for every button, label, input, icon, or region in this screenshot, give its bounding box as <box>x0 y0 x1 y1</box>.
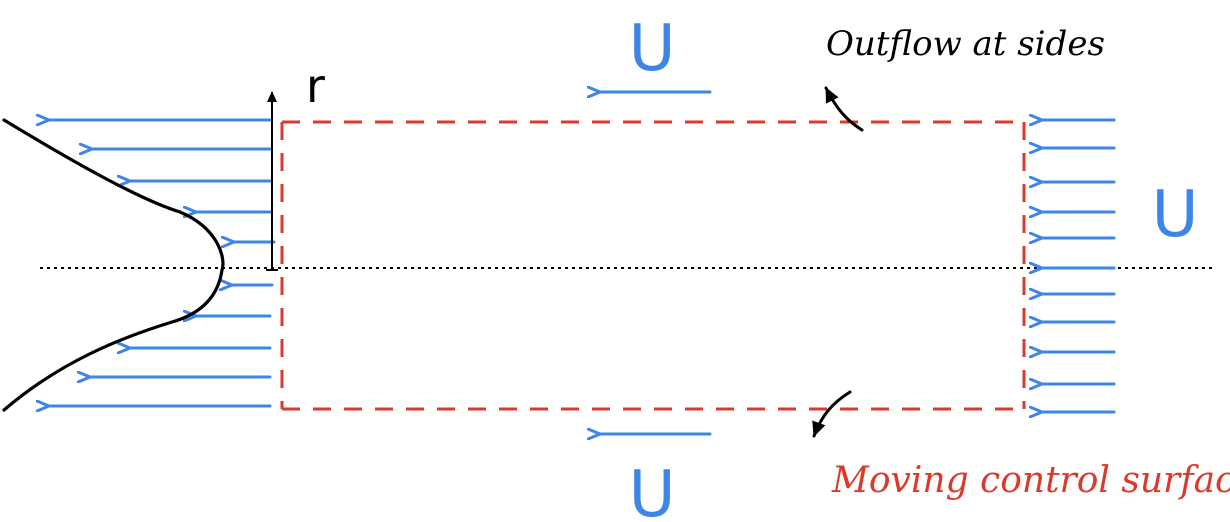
wake-velocity-arrows <box>49 120 276 406</box>
u-label-top: U <box>629 12 676 86</box>
u-label-bottom: U <box>629 458 676 522</box>
outflow-annotation-label: Outflow at sides <box>826 24 1105 64</box>
moving-surface-curved-arrow <box>812 390 852 438</box>
r-axis-label: r <box>306 59 325 113</box>
control-surface-boundary <box>280 120 1026 411</box>
wake-profile-curve <box>2 118 225 412</box>
moving-surfaces-annotation-label: Moving control surfaces <box>831 460 1230 501</box>
outflow-curved-arrow <box>824 86 864 132</box>
u-label-right: U <box>1152 178 1199 252</box>
inflow-velocity-arrows <box>1042 120 1116 412</box>
